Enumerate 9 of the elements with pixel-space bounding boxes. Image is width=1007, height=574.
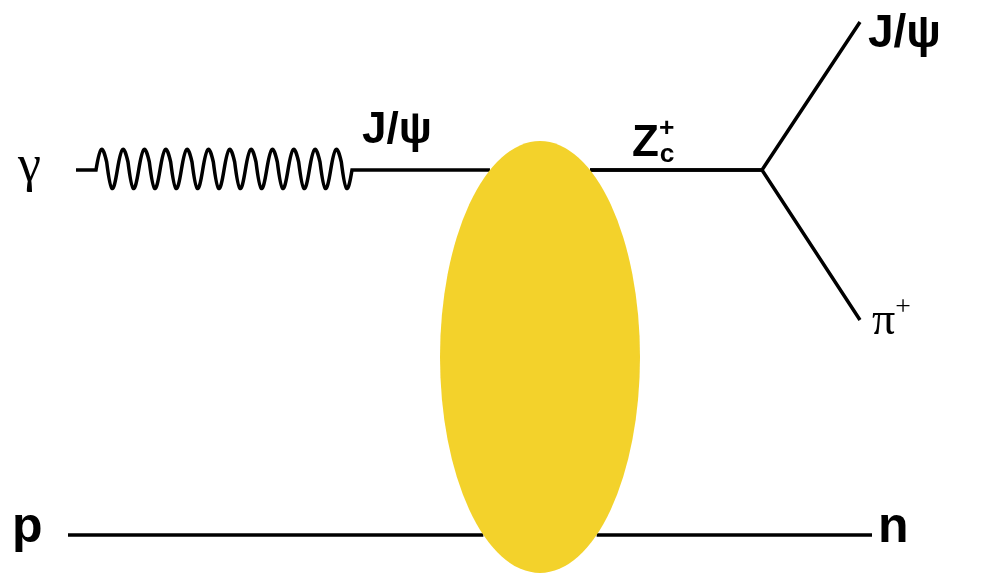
particle-label: π$^{+}$ [872,292,911,343]
particle-line [590,168,862,321]
photon-wavy-line [76,149,490,190]
particle-line [68,533,484,537]
particle-label: γ [18,138,41,190]
particle-label: p [12,500,43,550]
particle-label: n [878,500,909,550]
particle-line [596,533,872,537]
edge-label: J/ψ [362,106,432,150]
